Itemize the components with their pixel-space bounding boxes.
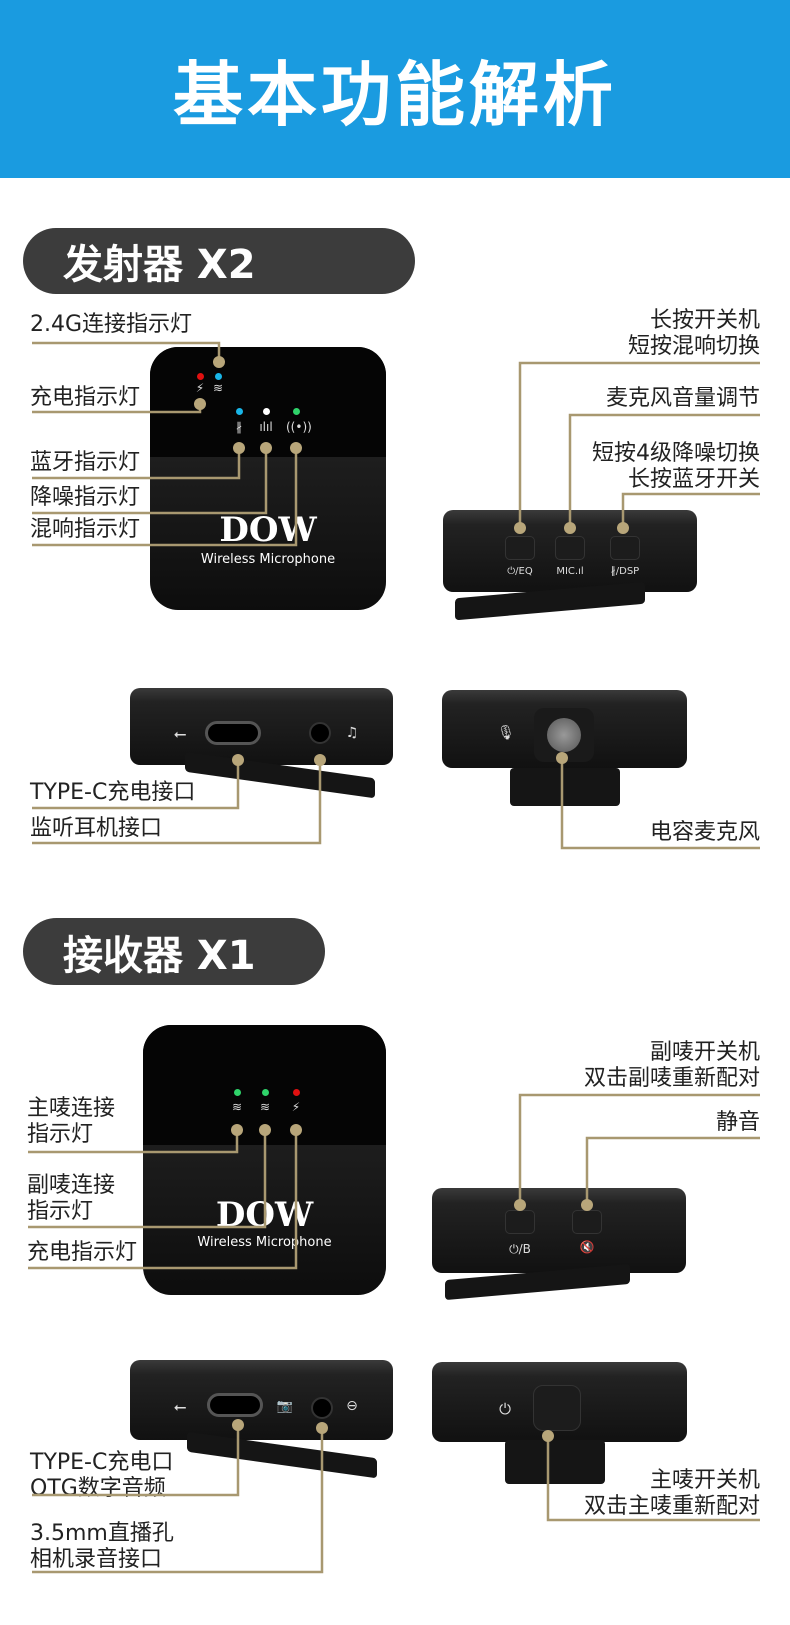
sub-power-label: ⏻/B bbox=[509, 1242, 531, 1256]
label-headphone-port: 监听耳机接口 bbox=[30, 816, 163, 841]
sub-mic-led bbox=[262, 1089, 269, 1096]
mic-label: MIC.ıl bbox=[556, 566, 584, 577]
label-bluetooth-switch: 长按蓝牙开关 bbox=[627, 467, 760, 492]
label-reverb-switch: 短按混响切换 bbox=[627, 334, 760, 359]
bluetooth-icon: ∦ bbox=[236, 420, 242, 434]
charge-led bbox=[197, 373, 204, 380]
camera-icon: 📷 bbox=[276, 1399, 294, 1414]
label-receiver-charge-led: 充电指示灯 bbox=[27, 1240, 138, 1265]
transmitter-section-title: 发射器 X2 bbox=[23, 228, 415, 294]
wifi-icon: ≋ bbox=[212, 381, 224, 395]
label-sub-power: 副唛开关机 bbox=[649, 1040, 760, 1065]
label-charge-led: 充电指示灯 bbox=[30, 385, 141, 410]
label-sub-mic-led: 副唛连接 bbox=[27, 1173, 116, 1198]
brand-logo: DOW bbox=[215, 1195, 314, 1235]
label-type-c: TYPE-C充电接口 bbox=[30, 780, 196, 805]
label-power: 长按开关机 bbox=[649, 308, 760, 333]
mute-button bbox=[572, 1210, 602, 1234]
label-sub-mic-led-2: 指示灯 bbox=[27, 1199, 94, 1224]
noise-led bbox=[263, 408, 270, 415]
receiver-display-panel bbox=[143, 1025, 386, 1145]
brand-subtitle: Wireless Microphone bbox=[200, 552, 336, 567]
receiver-section-title: 接收器 X1 bbox=[23, 918, 325, 985]
headphone-jack bbox=[309, 722, 331, 744]
header-banner: 基本功能解析 bbox=[0, 0, 790, 178]
power-eq-label: ⏻/EQ bbox=[507, 566, 533, 577]
receiver-charge-led bbox=[293, 1089, 300, 1096]
power-icon: ⏻ bbox=[499, 1400, 511, 1418]
usb-c-port bbox=[207, 1393, 263, 1417]
wifi-icon: ≋ bbox=[259, 1100, 271, 1114]
label-camera-record: 相机录音接口 bbox=[30, 1547, 163, 1572]
label-sub-pair: 双击副唛重新配对 bbox=[583, 1066, 760, 1091]
label-bluetooth-led: 蓝牙指示灯 bbox=[30, 450, 141, 475]
usb-icon: ⭠ bbox=[173, 724, 187, 743]
usb-c-port bbox=[205, 721, 261, 745]
sub-power-button bbox=[505, 1210, 535, 1234]
microphone-icon: 🎙 bbox=[497, 725, 515, 741]
main-mic-led bbox=[234, 1089, 241, 1096]
mic-grille bbox=[547, 718, 581, 752]
broadcast-icon: ((•)) bbox=[286, 420, 312, 434]
mic-volume-button bbox=[555, 536, 585, 560]
transmitter-side-device bbox=[130, 688, 393, 765]
mute-icon: 🔇 bbox=[579, 1240, 595, 1254]
dsp-label: ∦/DSP bbox=[610, 566, 640, 577]
label-main-power: 主唛开关机 bbox=[649, 1468, 760, 1493]
bluetooth-led bbox=[236, 408, 243, 415]
power-eq-button bbox=[505, 536, 535, 560]
label-main-pair: 双击主唛重新配对 bbox=[583, 1494, 760, 1519]
label-noise-switch: 短按4级降噪切换 bbox=[592, 441, 760, 466]
audio-jack bbox=[311, 1397, 333, 1419]
bluetooth-dsp-button bbox=[610, 536, 640, 560]
brand-subtitle: Wireless Microphone bbox=[197, 1235, 332, 1250]
receiver-back-clip bbox=[505, 1440, 605, 1484]
label-mute: 静音 bbox=[715, 1110, 760, 1135]
label-noise-led: 降噪指示灯 bbox=[30, 485, 141, 510]
charge-icon: ⚡ bbox=[195, 381, 205, 395]
label-main-mic-led: 主唛连接 bbox=[27, 1096, 116, 1121]
label-35mm-jack: 3.5mm直播孔 bbox=[30, 1521, 174, 1546]
label-condenser-mic: 电容麦克风 bbox=[649, 820, 760, 845]
label-24g-led: 2.4G连接指示灯 bbox=[30, 312, 193, 337]
main-power-button bbox=[533, 1385, 581, 1431]
headphone-icon: ♫ bbox=[345, 725, 359, 741]
charge-icon: ⚡ bbox=[291, 1100, 301, 1114]
usb-icon: ⭠ bbox=[173, 1397, 187, 1416]
wireless-led bbox=[215, 373, 222, 380]
label-reverb-led: 混响指示灯 bbox=[30, 517, 141, 542]
brand-logo: DOW bbox=[219, 510, 317, 550]
transmitter-back-clip bbox=[510, 768, 620, 806]
label-mic-volume: 麦克风音量调节 bbox=[605, 386, 760, 411]
label-otg-audio: OTG数字音频 bbox=[30, 1476, 166, 1501]
transmitter-display-panel bbox=[150, 347, 386, 457]
receiver-top-device bbox=[432, 1188, 686, 1273]
label-main-mic-led-2: 指示灯 bbox=[27, 1122, 94, 1147]
audio-output-icon: ⊖ bbox=[346, 1398, 358, 1414]
wifi-icon: ≋ bbox=[231, 1100, 243, 1114]
page-title: 基本功能解析 bbox=[173, 53, 617, 136]
waveform-icon: ılıl bbox=[259, 420, 273, 434]
label-type-c-port: TYPE-C充电口 bbox=[30, 1450, 174, 1475]
reverb-led bbox=[293, 408, 300, 415]
